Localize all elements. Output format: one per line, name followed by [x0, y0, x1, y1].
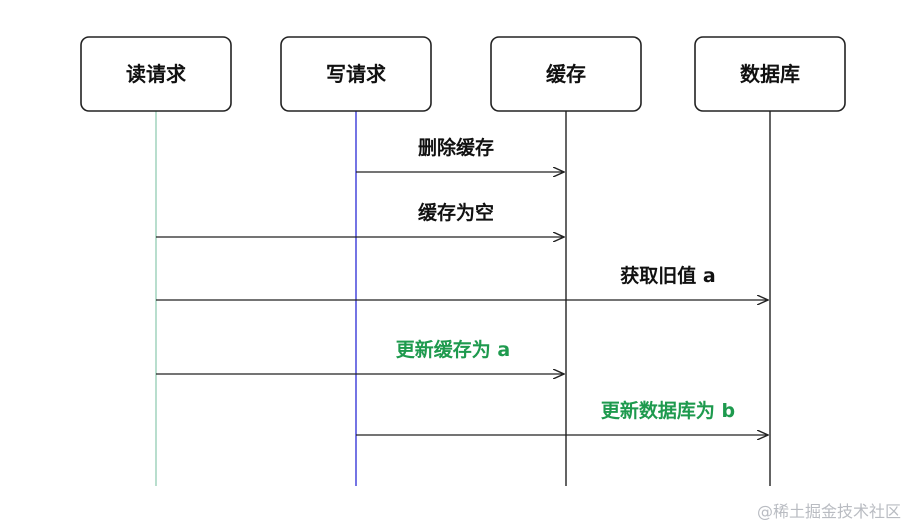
- message-label: 获取旧值 a: [620, 264, 715, 287]
- participant-label: 缓存: [546, 62, 586, 86]
- participant-label: 数据库: [740, 62, 800, 86]
- participant-label: 读请求: [126, 62, 187, 86]
- message-delete-cache: 删除缓存: [356, 136, 564, 172]
- participant-cache: 缓存: [490, 36, 642, 112]
- message-update-database: 更新数据库为 b: [356, 399, 768, 435]
- message-label: 缓存为空: [418, 201, 494, 224]
- message-update-cache: 更新缓存为 a: [156, 338, 564, 374]
- message-label: 删除缓存: [418, 136, 494, 159]
- message-cache-empty: 缓存为空: [156, 201, 564, 237]
- message-get-old-value: 获取旧值 a: [156, 264, 768, 300]
- message-label: 更新数据库为 b: [601, 399, 735, 422]
- participant-label: 写请求: [326, 62, 387, 86]
- watermark: @稀土掘金技术社区: [756, 502, 901, 521]
- participant-write-request: 写请求: [280, 36, 432, 112]
- participant-database: 数据库: [694, 36, 846, 112]
- participant-read-request: 读请求: [80, 36, 232, 112]
- message-label: 更新缓存为 a: [396, 338, 510, 361]
